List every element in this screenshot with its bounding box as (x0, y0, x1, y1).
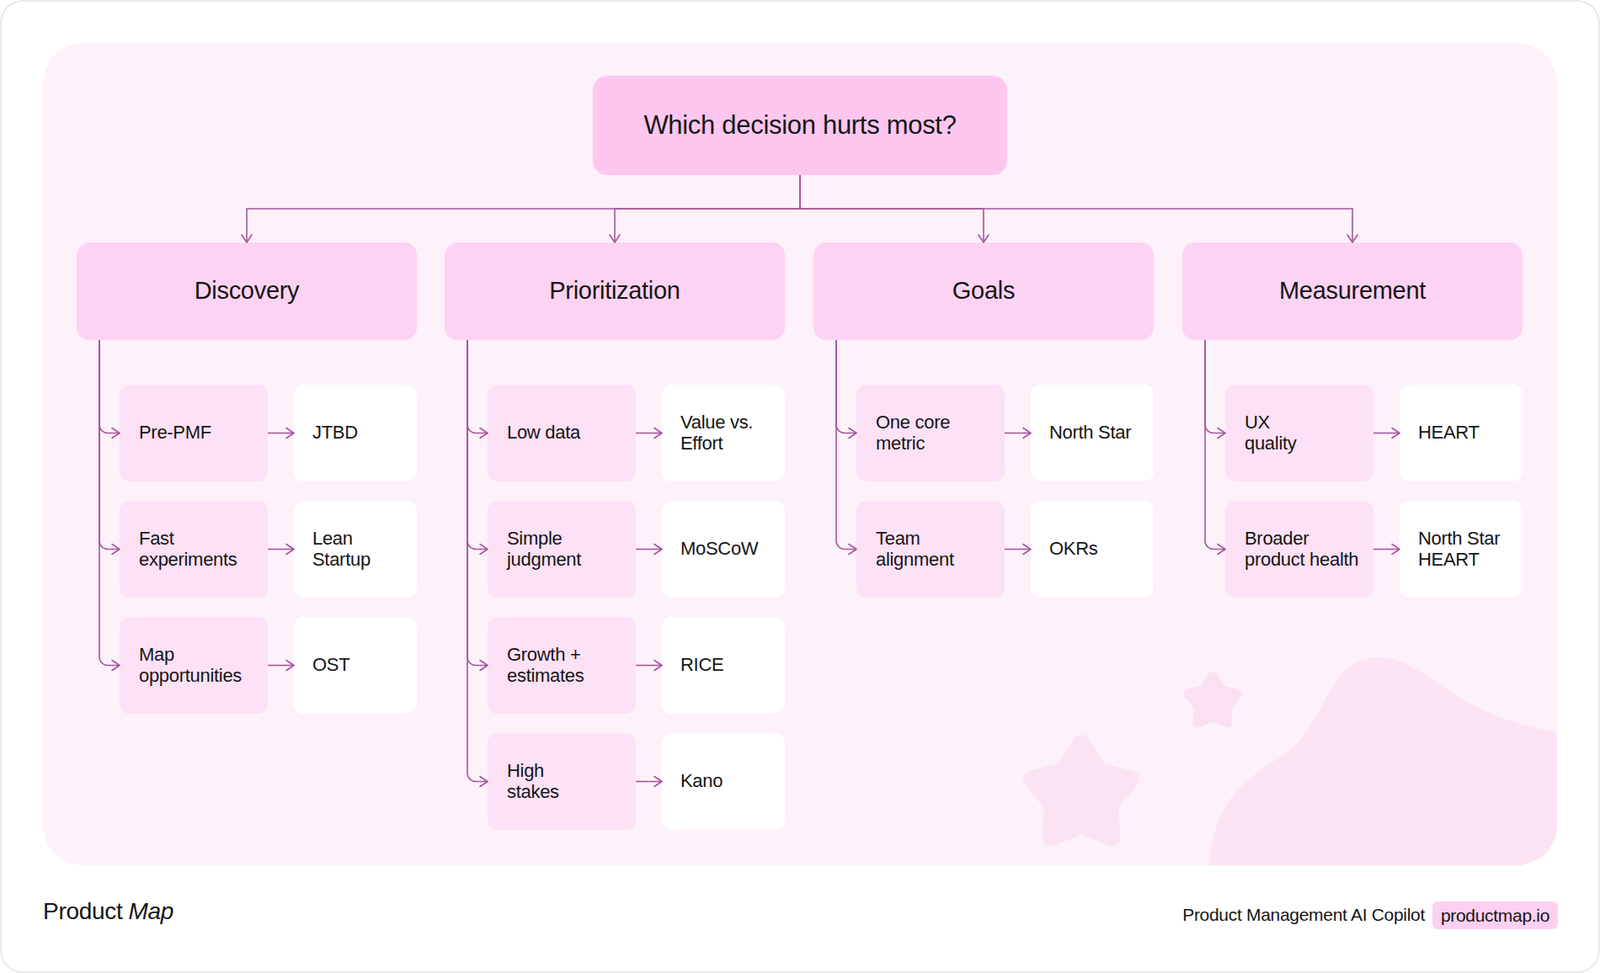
node-text: HEART (1418, 422, 1480, 443)
situation-box: Low data (487, 384, 636, 482)
arrow-connector (467, 340, 488, 550)
arrow-connector (1373, 432, 1400, 435)
arrow-connector (836, 340, 857, 550)
node-text: Goals (952, 277, 1015, 305)
link-chip: productmap.io (1432, 901, 1558, 930)
category-box: Discovery (76, 242, 417, 341)
arrow-connector (1205, 340, 1226, 550)
title-box: Which decision hurts most? (592, 75, 1008, 176)
arrow-connector (635, 549, 662, 551)
situation-box: Team alignment (856, 501, 1005, 598)
panel (42, 42, 1558, 866)
brand-name: Map (128, 898, 174, 926)
blob-shape (1209, 657, 1558, 866)
node-text: JTBD (312, 422, 358, 443)
node-text: RICE (680, 655, 724, 676)
node-text: Team alignment (875, 528, 998, 570)
arrow-connector (267, 665, 294, 667)
node-text: OST (312, 655, 350, 676)
arrow-connector (246, 175, 800, 243)
arrow-connector (800, 175, 1353, 243)
arrow-connector (99, 340, 120, 434)
situation-box: Simple judgment (487, 501, 636, 598)
situation-box: Pre-PMF (119, 384, 268, 482)
node-text: Growth + estimates (506, 645, 630, 686)
method-box: Kano (661, 733, 785, 831)
node-text: Discovery (194, 277, 300, 305)
situation-box: Fast experiments (119, 501, 268, 598)
arrow-connector (800, 175, 984, 243)
category-box: Goals (813, 242, 1154, 341)
node-text: Low data (506, 422, 581, 443)
category-box: Prioritization (444, 242, 785, 341)
node-text: Broader product health (1244, 528, 1367, 570)
situation-box: Growth + estimates (487, 617, 636, 715)
arrow-connector (1205, 340, 1226, 434)
footer-tagline: Product Management AI Copilot (1182, 905, 1425, 926)
node-text: OKRs (1049, 538, 1098, 560)
method-box: North Star HEART (1399, 501, 1523, 598)
node-text: Value vs. Effort (680, 412, 779, 454)
arrow-connector (1004, 432, 1031, 435)
node-text: Prioritization (549, 277, 680, 305)
arrow-connector (635, 781, 662, 784)
node-text: Which decision hurts most? (643, 111, 956, 140)
arrow-connector (467, 340, 488, 783)
method-box: North Star (1030, 384, 1154, 482)
arrow-connector (635, 665, 662, 667)
arrow-connector (467, 340, 488, 434)
node-text: North Star (1049, 422, 1131, 443)
situation-box: Map opportunities (119, 617, 268, 715)
node-text: UX quality (1244, 412, 1312, 454)
method-box: MoSCoW (661, 501, 785, 598)
decoration (1031, 657, 1558, 866)
arrow-connector (836, 340, 857, 434)
arrow-connector (267, 432, 294, 435)
node-text: productmap.io (1440, 906, 1550, 926)
method-box: OKRs (1030, 501, 1154, 598)
situation-box: UX quality (1225, 384, 1374, 482)
brand-name: Product (42, 898, 123, 926)
node-text: One core metric (875, 412, 998, 454)
node-text: MoSCoW (680, 538, 758, 560)
category-box: Measurement (1182, 242, 1523, 341)
method-box: OST (293, 617, 417, 715)
method-box: Lean Startup (293, 501, 417, 598)
arrow-connector (1373, 549, 1400, 551)
node-text: Map opportunities (138, 645, 262, 686)
arrow-connector (99, 340, 120, 667)
arrow-connector (99, 340, 120, 550)
star-shape (1189, 677, 1238, 723)
arrow-connector (1004, 549, 1031, 551)
node-text: Simple judgment (506, 528, 630, 570)
node-text: North Star HEART (1418, 528, 1516, 570)
node-text: High stakes (506, 761, 575, 802)
method-box: JTBD (293, 384, 417, 482)
node-text: Kano (680, 771, 723, 792)
situation-box: One core metric (856, 384, 1005, 482)
brand-logo: ProductMap (42, 898, 174, 926)
arrow-connector (467, 340, 488, 667)
method-box: Value vs. Effort (661, 384, 785, 482)
situation-box: High stakes (487, 733, 636, 831)
star-shape (1031, 743, 1131, 838)
node-text: Lean Startup (312, 528, 389, 570)
node-text: Pre-PMF (138, 422, 212, 443)
situation-box: Broader product health (1225, 501, 1374, 598)
method-box: RICE (661, 617, 785, 715)
arrow-connector (614, 175, 800, 243)
arrow-connector (267, 549, 294, 551)
tagline-text: Product Management AI Copilot (1182, 905, 1425, 926)
arrow-connector (635, 432, 662, 435)
method-box: HEART (1399, 384, 1523, 482)
node-text: Measurement (1279, 277, 1426, 305)
node-text: Fast experiments (138, 528, 262, 570)
